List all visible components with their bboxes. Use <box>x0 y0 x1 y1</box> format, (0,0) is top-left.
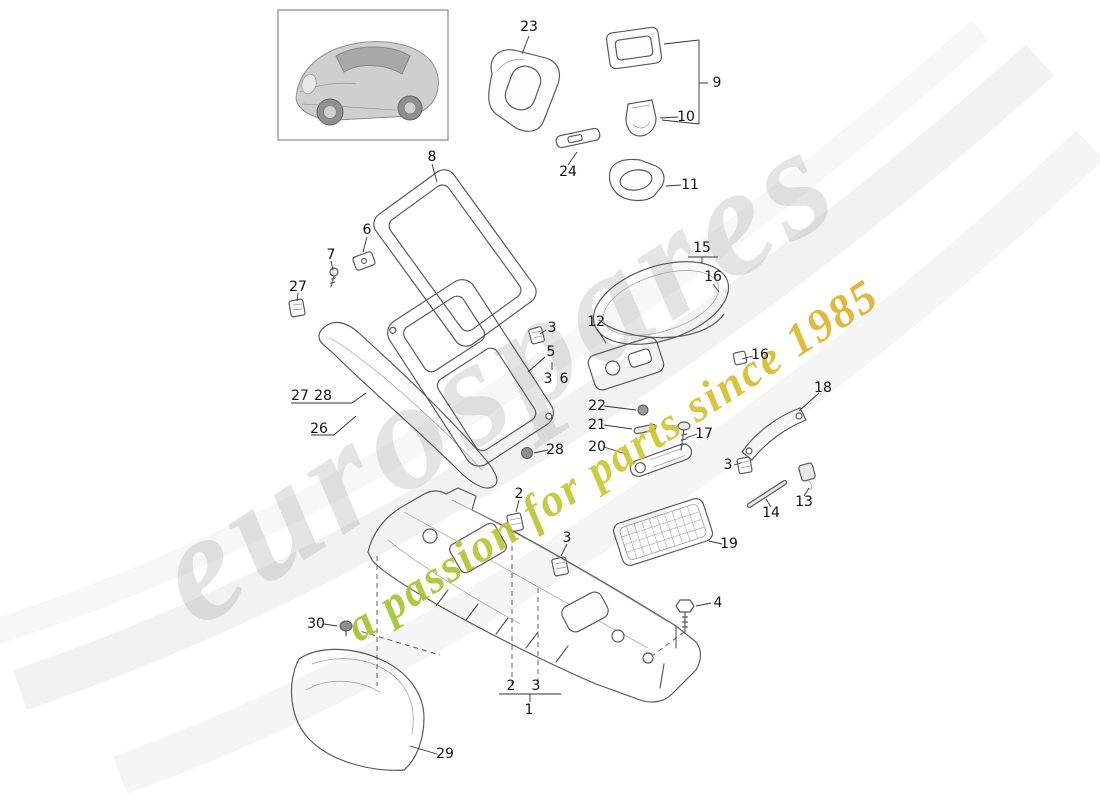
callout-17[interactable]: 17 <box>695 426 713 442</box>
callout-29[interactable]: 29 <box>436 746 454 762</box>
callout-21[interactable]: 21 <box>588 417 606 433</box>
part-22-grommet <box>637 404 649 416</box>
part-28-grommet <box>521 447 533 459</box>
callout-19[interactable]: 19 <box>720 536 738 552</box>
part-15-armrest-lid <box>592 261 730 345</box>
part-1-console-body <box>367 487 702 703</box>
part-4-screw <box>675 599 695 633</box>
callout-13[interactable]: 13 <box>795 494 813 510</box>
part-23-shift-surround <box>488 49 561 132</box>
callout-5[interactable]: 5 <box>546 344 556 360</box>
part-17-screw <box>677 421 691 451</box>
part-16-clip <box>732 350 748 366</box>
callout-20[interactable]: 20 <box>588 439 606 455</box>
part-11-tray <box>608 158 665 202</box>
callout-26[interactable]: 26 <box>310 421 328 437</box>
callout-6[interactable]: 6 <box>362 222 372 238</box>
dashed-lines <box>352 546 685 687</box>
part-29-side-panel <box>290 648 425 771</box>
part-5-console-frame <box>387 279 554 467</box>
part-9-cover <box>605 26 663 70</box>
callout-28a[interactable]: 28 <box>314 388 332 404</box>
part-12-latch-plate <box>587 336 665 391</box>
part-6-bracket <box>352 251 376 271</box>
part-26-side-trim <box>318 321 498 489</box>
callout-2b[interactable]: 2 <box>506 678 516 694</box>
part-19-mat <box>613 498 713 566</box>
callout-3a[interactable]: 3 <box>547 320 557 336</box>
part-18-bracket-arm <box>741 407 807 461</box>
callout-24[interactable]: 24 <box>559 164 577 180</box>
part-2-clip <box>506 512 524 533</box>
callout-27a[interactable]: 27 <box>289 279 307 295</box>
callout-27b[interactable]: 27 <box>291 388 309 404</box>
part-7-screw <box>329 267 339 288</box>
part-24-strip <box>555 127 601 149</box>
callout-7[interactable]: 7 <box>326 247 336 263</box>
leader-lines <box>291 35 820 755</box>
callout-18[interactable]: 18 <box>814 380 832 396</box>
callout-30[interactable]: 30 <box>307 616 325 632</box>
callout-15[interactable]: 15 <box>693 240 711 256</box>
callout-3c[interactable]: 3 <box>723 457 733 473</box>
part-8-trim-frame <box>373 169 537 347</box>
callout-3b[interactable]: 3 <box>543 371 553 387</box>
part-10-bracket <box>625 99 657 137</box>
callout-3d[interactable]: 3 <box>562 530 572 546</box>
callout-2a[interactable]: 2 <box>514 486 524 502</box>
callout-11[interactable]: 11 <box>681 177 699 193</box>
callout-12[interactable]: 12 <box>587 314 605 330</box>
part-14-pin <box>746 479 788 509</box>
part-27-clip <box>288 298 306 318</box>
part-3-clip-lower <box>551 556 569 577</box>
callout-6b[interactable]: 6 <box>559 371 569 387</box>
callout-4[interactable]: 4 <box>713 595 723 611</box>
part-20-hinge-rail <box>629 443 693 477</box>
callout-22[interactable]: 22 <box>588 398 606 414</box>
callout-9[interactable]: 9 <box>712 75 722 91</box>
callout-23[interactable]: 23 <box>520 19 538 35</box>
callout-10[interactable]: 10 <box>677 109 695 125</box>
callout-3e[interactable]: 3 <box>531 678 541 694</box>
vehicle-thumbnail <box>277 9 449 141</box>
callout-16a[interactable]: 16 <box>704 269 722 285</box>
callout-1[interactable]: 1 <box>524 702 534 718</box>
part-3-clip-mid <box>528 326 545 345</box>
car-sketch <box>295 41 439 126</box>
callout-8[interactable]: 8 <box>427 149 437 165</box>
part-21-pin <box>633 423 657 435</box>
part-13-sensor <box>798 462 816 490</box>
callout-28b[interactable]: 28 <box>546 442 564 458</box>
part-30-knob <box>339 620 353 637</box>
part-3-clip-right <box>736 456 753 475</box>
callout-14[interactable]: 14 <box>762 505 780 521</box>
callout-16b[interactable]: 16 <box>751 347 769 363</box>
